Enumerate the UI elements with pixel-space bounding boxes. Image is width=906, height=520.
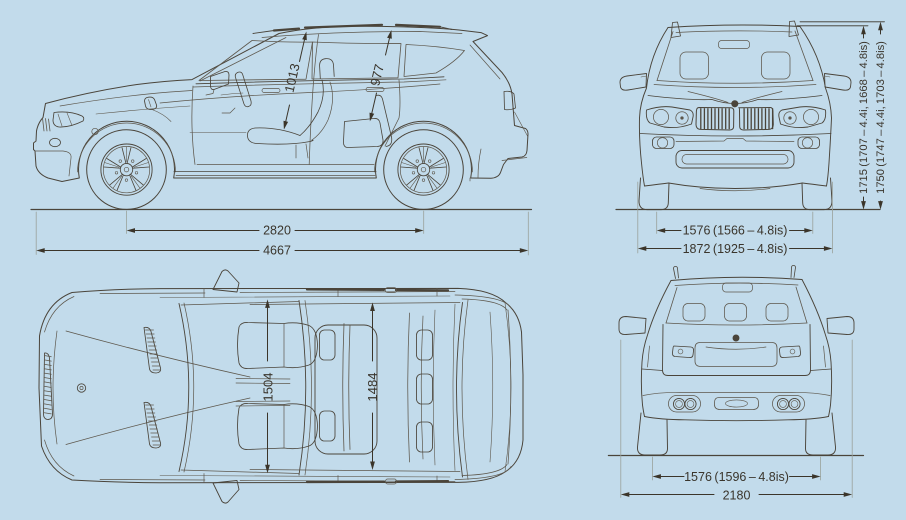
svg-text:1576 (1596 – 4.8is): 1576 (1596 – 4.8is) <box>684 470 789 484</box>
svg-text:1715 (1707 – 4.4i, 1668 – 4.8i: 1715 (1707 – 4.4i, 1668 – 4.8is) <box>858 41 870 194</box>
svg-text:977: 977 <box>367 63 387 88</box>
svg-text:1576 (1566 – 4.8is): 1576 (1566 – 4.8is) <box>683 223 788 237</box>
svg-text:1484: 1484 <box>365 372 380 401</box>
svg-text:1750 (1747 – 4.4i, 1703 – 4.8i: 1750 (1747 – 4.4i, 1703 – 4.8is) <box>875 41 887 194</box>
svg-text:2820: 2820 <box>263 224 291 238</box>
svg-text:1872 (1925 – 4.8is): 1872 (1925 – 4.8is) <box>683 242 788 256</box>
svg-text:4667: 4667 <box>263 244 291 258</box>
svg-text:2180: 2180 <box>723 488 751 502</box>
svg-text:1504: 1504 <box>260 372 275 401</box>
svg-text:1013: 1013 <box>282 62 303 94</box>
